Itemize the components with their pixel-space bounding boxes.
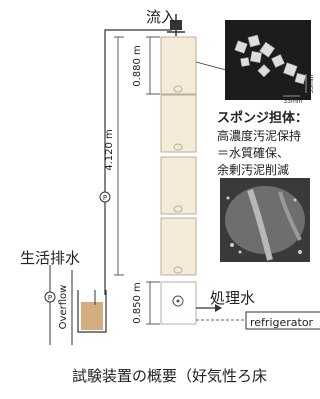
pump-icon — [99, 191, 111, 203]
sewage-label: 生活排水 — [20, 249, 81, 267]
column-interior-photo — [220, 178, 310, 262]
column-segment — [160, 217, 197, 276]
sponge-description: ＝水質確保、 — [217, 146, 290, 160]
bottom-height-label: 0.850 m — [132, 282, 143, 324]
collection-chamber — [160, 281, 197, 325]
column-segment — [160, 156, 197, 215]
inflow-label: 流入 — [146, 8, 177, 26]
inflow-pipe — [104, 29, 172, 295]
sponge-description: 余剰汚泥削減 — [217, 163, 290, 177]
sponge-photo — [225, 20, 311, 100]
inflow-valve-icon — [167, 14, 185, 36]
sewage-tank — [77, 290, 107, 333]
callout-line — [195, 61, 227, 71]
sponge-description: 高濃度汚泥保持 — [217, 129, 302, 143]
overflow-label: Overflow — [58, 285, 69, 330]
pump-label: P — [48, 294, 52, 302]
refrigerator-label: refrigerator — [250, 316, 314, 329]
sponge-title: スポンジ担体： — [217, 111, 309, 126]
sponge-size-label: 33mm — [283, 98, 302, 105]
refrigerator-box — [196, 311, 320, 330]
total-height-label: 4.120 m — [104, 129, 115, 171]
dimension-line — [114, 36, 160, 325]
pump-icon — [44, 291, 56, 303]
column-segment — [160, 36, 197, 95]
treated-water-label: 処理水 — [210, 289, 256, 307]
segment-height-label: 0.880 m — [132, 45, 143, 87]
pump-label: P — [103, 194, 107, 202]
figure-caption: 試験装置の概要（好気性ろ床 — [72, 367, 268, 385]
treated-water-arrow — [196, 304, 222, 312]
column-segment — [160, 94, 197, 153]
sponge-size-label: 33mm — [308, 74, 315, 93]
